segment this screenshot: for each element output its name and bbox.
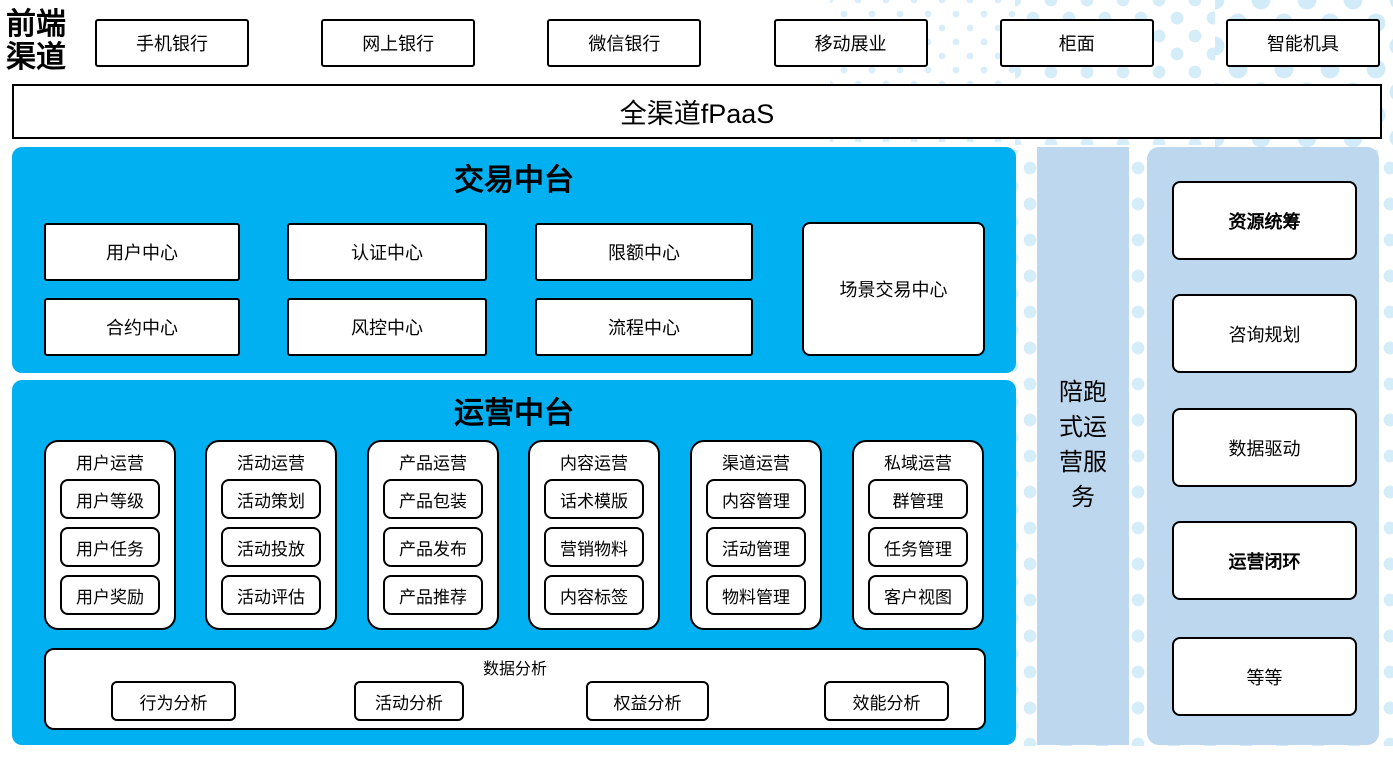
center-limit: 限额中心 bbox=[535, 223, 753, 281]
transaction-platform-title: 交易中台 bbox=[454, 164, 574, 197]
op-item: 产品发布 bbox=[383, 527, 483, 567]
center-risk: 风控中心 bbox=[287, 298, 487, 356]
op-item: 活动策划 bbox=[221, 479, 321, 519]
op-column-product: 产品运营 产品包装 产品发布 产品推荐 bbox=[367, 440, 499, 630]
op-item: 任务管理 bbox=[868, 527, 968, 567]
channel-mobile-outreach: 移动展业 bbox=[773, 19, 928, 67]
op-item: 活动管理 bbox=[706, 527, 806, 567]
service-consulting-planning: 咨询规划 bbox=[1172, 294, 1357, 373]
channel-mobile-banking: 手机银行 bbox=[95, 19, 249, 67]
op-item: 内容标签 bbox=[544, 575, 644, 615]
op-item: 物料管理 bbox=[706, 575, 806, 615]
op-column-header: 渠道运营 bbox=[722, 454, 790, 473]
op-column-header: 私域运营 bbox=[884, 454, 952, 473]
op-item: 用户奖励 bbox=[60, 575, 160, 615]
frontend-channel-label: 前端渠道 bbox=[6, 8, 66, 74]
op-item: 客户视图 bbox=[868, 575, 968, 615]
op-column-header: 产品运营 bbox=[399, 454, 467, 473]
op-item: 活动投放 bbox=[221, 527, 321, 567]
op-column-header: 用户运营 bbox=[76, 454, 144, 473]
analysis-rights: 权益分析 bbox=[586, 681, 709, 721]
op-item: 内容管理 bbox=[706, 479, 806, 519]
frontend-channel-row: 手机银行 网上银行 微信银行 移动展业 柜面 智能机具 bbox=[95, 19, 1380, 67]
center-user: 用户中心 bbox=[44, 223, 240, 281]
side-service-bar: 陪跑式运营服务 bbox=[1037, 147, 1129, 745]
operation-platform-title: 运营中台 bbox=[454, 397, 574, 430]
op-column-content: 内容运营 话术模版 营销物料 内容标签 bbox=[528, 440, 660, 630]
center-process: 流程中心 bbox=[535, 298, 753, 356]
op-item: 用户任务 bbox=[60, 527, 160, 567]
op-item: 营销物料 bbox=[544, 527, 644, 567]
op-column-user: 用户运营 用户等级 用户任务 用户奖励 bbox=[44, 440, 176, 630]
data-analysis-box: 数据分析 行为分析 活动分析 权益分析 效能分析 bbox=[44, 648, 986, 730]
channel-online-banking: 网上银行 bbox=[321, 19, 476, 67]
fpaas-bar: 全渠道fPaaS bbox=[12, 84, 1382, 139]
analysis-efficiency: 效能分析 bbox=[824, 681, 949, 721]
op-item: 话术模版 bbox=[544, 479, 644, 519]
op-item: 群管理 bbox=[868, 479, 968, 519]
channel-smart-devices: 智能机具 bbox=[1225, 19, 1380, 67]
op-item: 产品推荐 bbox=[383, 575, 483, 615]
transaction-platform-panel: 交易中台 用户中心 认证中心 限额中心 合约中心 风控中心 流程中心 场景交易中… bbox=[12, 147, 1016, 373]
operation-platform-panel: 运营中台 用户运营 用户等级 用户任务 用户奖励 活动运营 活动策划 活动投放 … bbox=[12, 380, 1016, 745]
op-column-header: 内容运营 bbox=[560, 454, 628, 473]
side-service-label: 陪跑式运营服务 bbox=[1059, 379, 1107, 511]
center-auth: 认证中心 bbox=[287, 223, 487, 281]
op-column-header: 活动运营 bbox=[237, 454, 305, 473]
service-operation-loop: 运营闭环 bbox=[1172, 521, 1357, 600]
channel-counter: 柜面 bbox=[999, 19, 1154, 67]
center-contract: 合约中心 bbox=[44, 298, 240, 356]
op-item: 产品包装 bbox=[383, 479, 483, 519]
analysis-activity: 活动分析 bbox=[354, 681, 464, 721]
service-resource-coordination: 资源统筹 bbox=[1172, 181, 1357, 260]
channel-wechat-banking: 微信银行 bbox=[547, 19, 702, 67]
service-data-driven: 数据驱动 bbox=[1172, 408, 1357, 487]
data-analysis-title: 数据分析 bbox=[482, 661, 547, 678]
service-etc: 等等 bbox=[1172, 637, 1357, 716]
op-column-channel: 渠道运营 内容管理 活动管理 物料管理 bbox=[690, 440, 822, 630]
op-item: 用户等级 bbox=[60, 479, 160, 519]
op-column-activity: 活动运营 活动策划 活动投放 活动评估 bbox=[205, 440, 337, 630]
right-service-panel: 资源统筹 咨询规划 数据驱动 运营闭环 等等 bbox=[1147, 147, 1379, 745]
analysis-behavior: 行为分析 bbox=[111, 681, 236, 721]
center-scenario-transaction: 场景交易中心 bbox=[802, 222, 985, 356]
op-column-private-domain: 私域运营 群管理 任务管理 客户视图 bbox=[852, 440, 984, 630]
op-item: 活动评估 bbox=[221, 575, 321, 615]
